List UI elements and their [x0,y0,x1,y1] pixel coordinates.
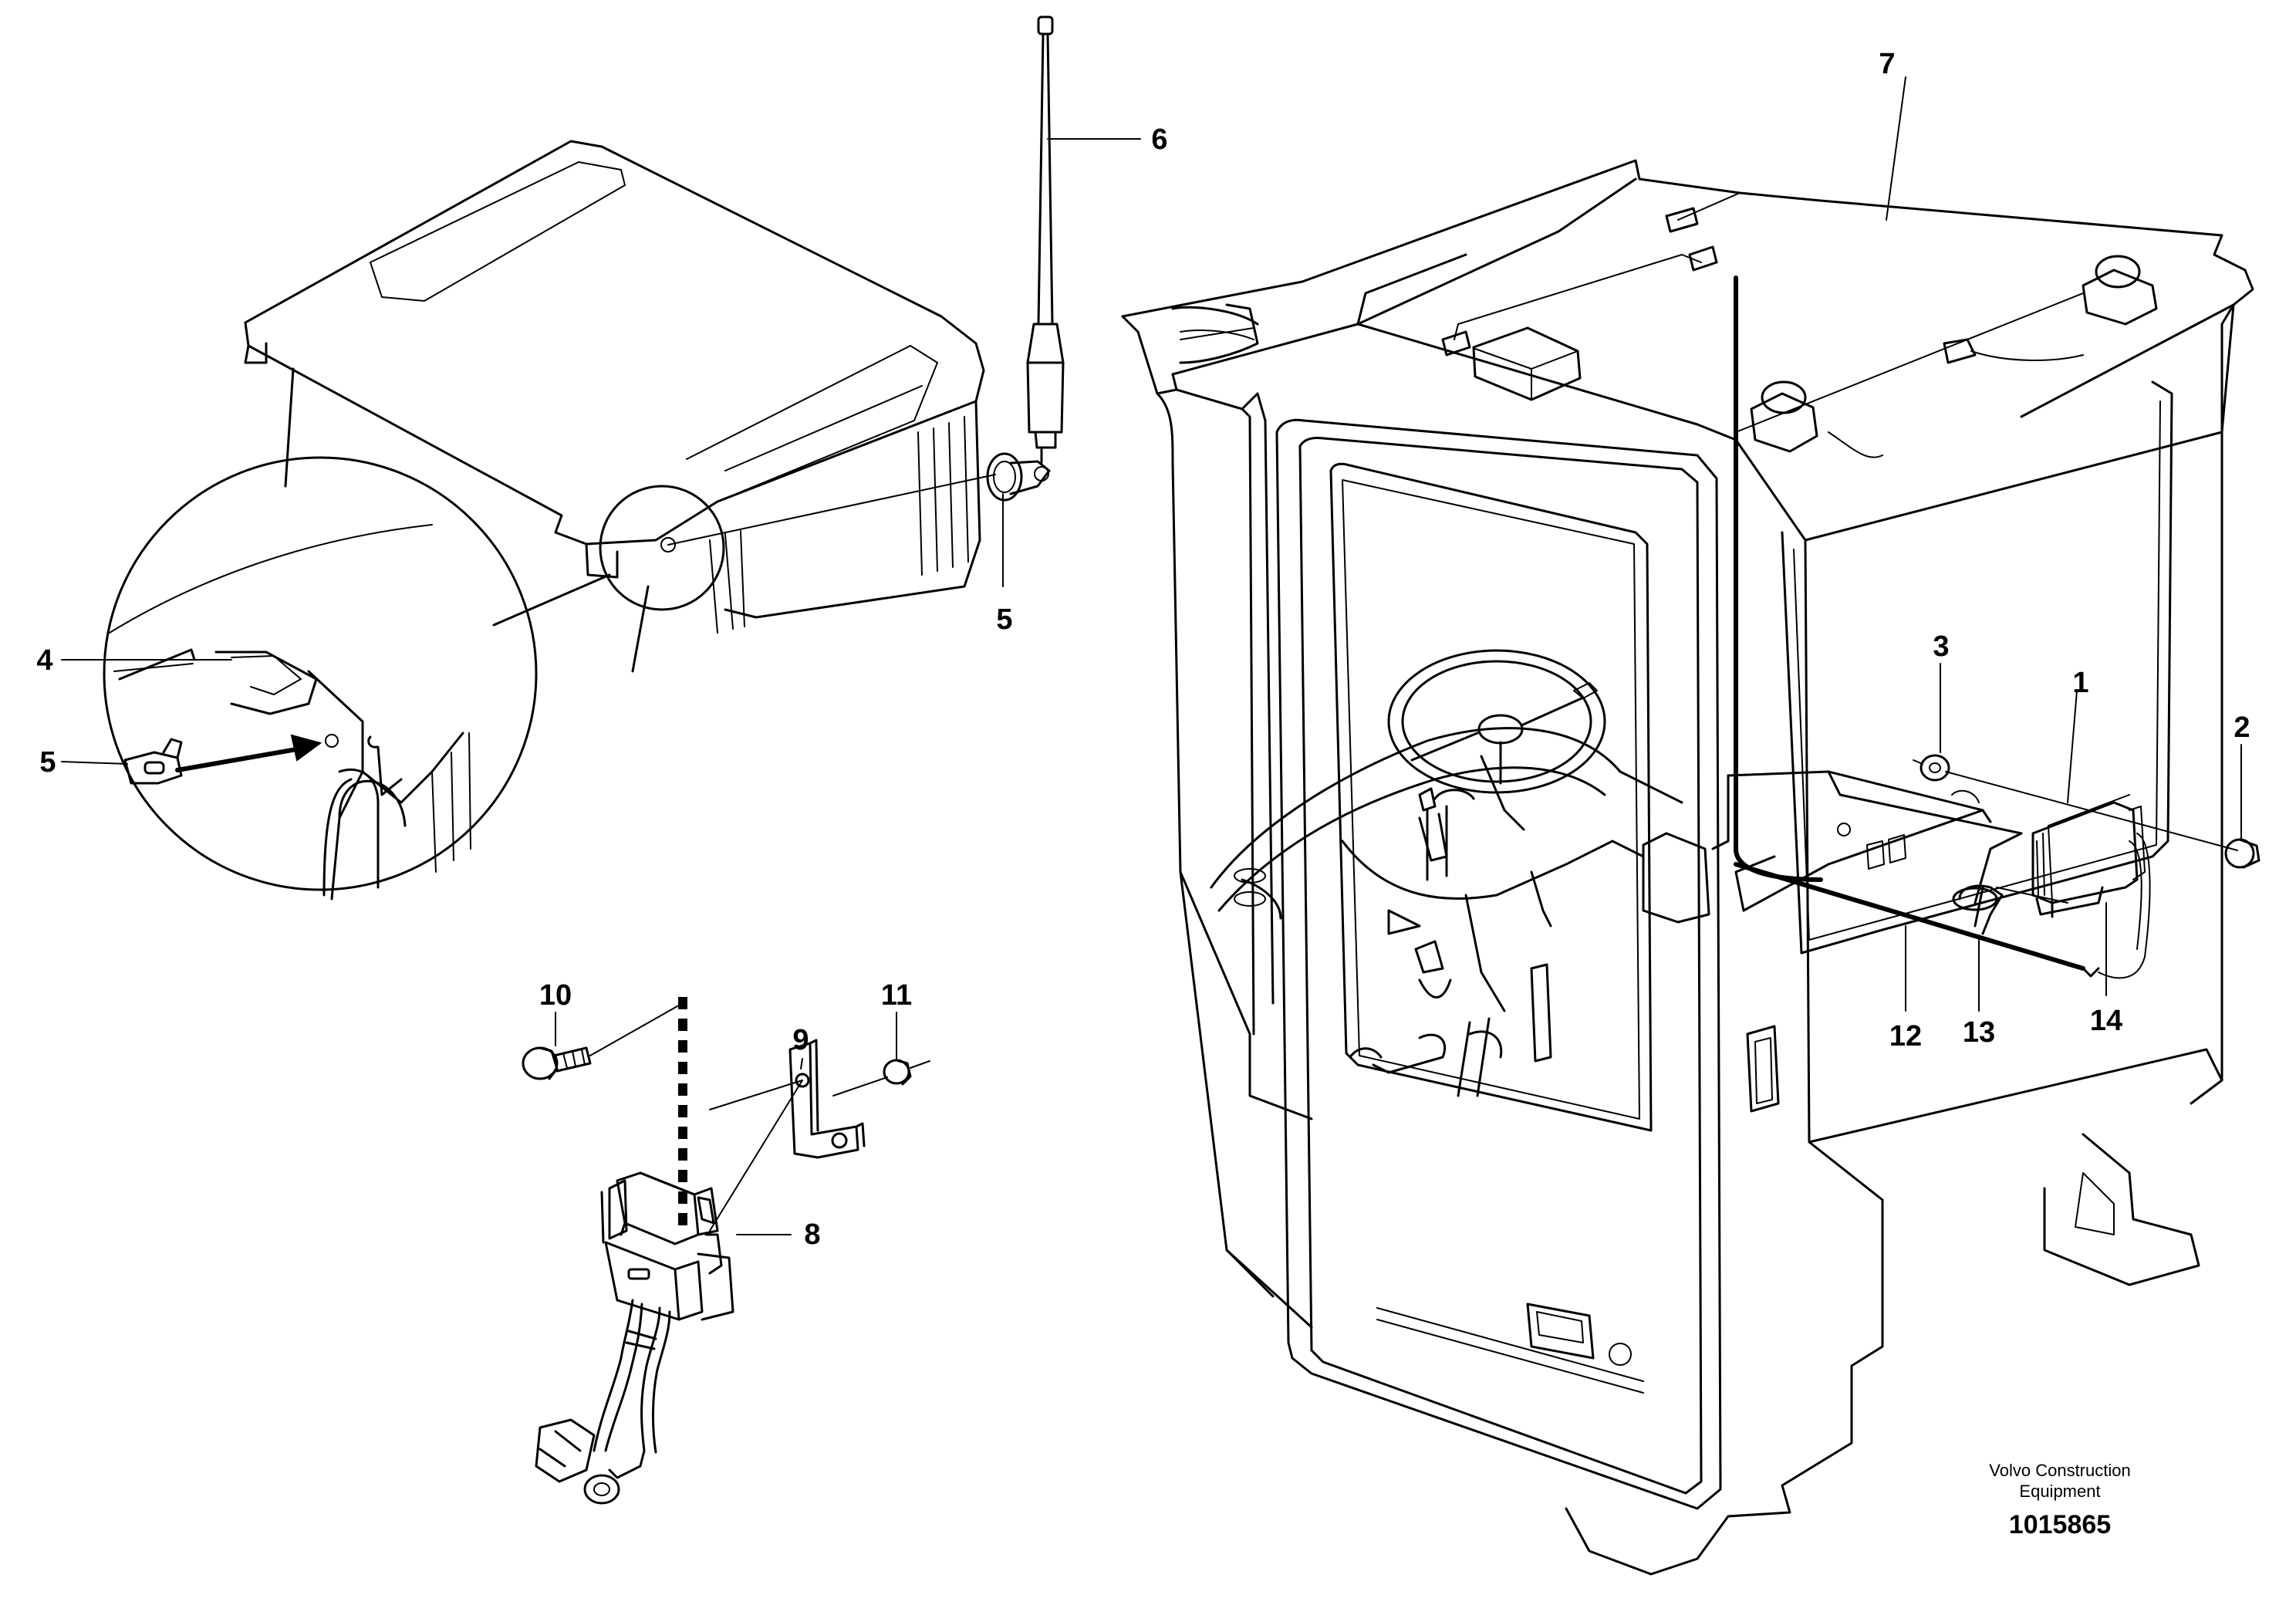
magnified-detail-view [103,456,538,901]
clip-part-5-detail [123,734,322,785]
screw-10 [522,1002,684,1080]
callout-8: 8 [804,1218,820,1251]
document-number: 1015865 [2009,1510,2111,1539]
callout-5-antenna: 5 [996,603,1012,636]
callout-5-detail: 5 [39,746,56,779]
callout-labels: 1 2 3 4 5 5 6 7 8 9 10 11 12 13 14 [36,48,2250,1251]
nut-2 [2224,838,2261,869]
callout-13: 13 [1963,1016,1995,1049]
washer-3 [1913,754,2238,851]
callout-14: 14 [2090,1005,2122,1037]
callout-11: 11 [881,979,912,1012]
relay-harness-8 [535,1080,803,1505]
callout-7: 7 [1879,48,1895,80]
leader-lines [61,76,2242,1235]
cab-controls [1349,787,1552,1097]
steering-wheel [1387,649,1606,831]
callout-4: 4 [36,644,52,677]
harness-14 [2082,833,2151,979]
credit-line-1: Volvo Construction [1989,1461,2130,1480]
radio-antenna [1026,15,1065,465]
antenna-base-5 [986,452,1051,502]
cab-roof-detail [1171,306,1259,340]
callout-1: 1 [2072,667,2088,699]
callout-12: 12 [1889,1020,1922,1053]
callout-3: 3 [1933,630,1949,663]
cab-roof-panel [244,140,985,673]
bracket-9 [709,1039,866,1159]
callout-9: 9 [792,1024,809,1056]
cable-12 [1734,862,2085,971]
cab-console [1210,727,2023,1012]
callout-2: 2 [2234,711,2250,744]
credit-line-2: Equipment [2019,1482,2100,1501]
clamp-13 [1952,884,2068,935]
cab-body [1121,159,2254,1576]
callout-6: 6 [1151,123,1167,156]
callout-10: 10 [539,979,572,1012]
roof-detail-circle [492,474,996,627]
nut-11 [832,1059,930,1097]
